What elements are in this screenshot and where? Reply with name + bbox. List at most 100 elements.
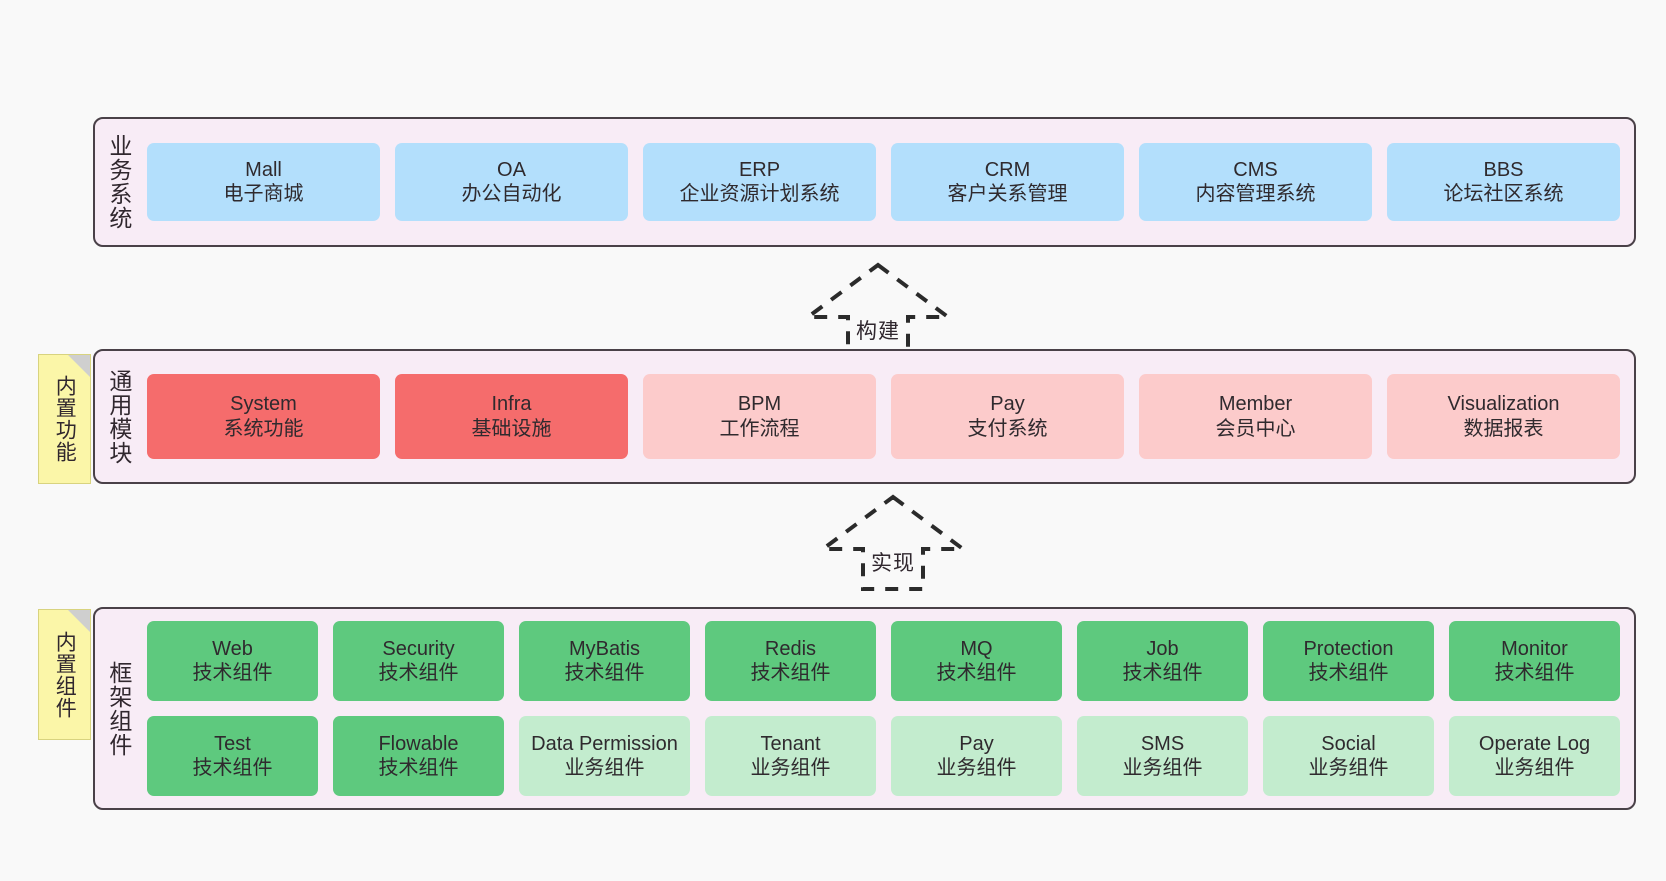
node-subtitle: 支付系统 [967,417,1048,440]
node-title: CMS [1233,158,1278,181]
node-subtitle: 技术组件 [936,662,1017,684]
node-title: MQ [960,637,993,660]
node-subtitle: 业务组件 [1122,757,1203,779]
node-sms[interactable]: SMS 业务组件 [1077,716,1248,796]
node-bpm[interactable]: BPM 工作流程 [643,374,876,459]
node-erp[interactable]: ERP 企业资源计划系统 [643,143,876,221]
node-title: Flowable [378,732,459,755]
layer-body-frame: Web 技术组件 Security 技术组件 MyBatis 技术组件 Redi… [141,609,1634,808]
node-title: SMS [1140,732,1185,755]
node-title: Redis [764,637,817,660]
node-redis[interactable]: Redis 技术组件 [705,621,876,701]
node-title: Social [1321,732,1376,755]
node-pay-component[interactable]: Pay 业务组件 [891,716,1062,796]
node-title: Member [1218,393,1293,416]
node-subtitle: 技术组件 [1308,662,1389,684]
node-job[interactable]: Job 技术组件 [1077,621,1248,701]
layer-body-business: Mall 电子商城 OA 办公自动化 ERP 企业资源计划系统 CRM 客户关系… [141,119,1634,245]
node-mq[interactable]: MQ 技术组件 [891,621,1062,701]
note-fold-icon [68,355,90,377]
node-subtitle: 基础设施 [471,417,552,440]
node-data-permission[interactable]: Data Permission 业务组件 [519,716,690,796]
node-row-common: System 系统功能 Infra 基础设施 BPM 工作流程 Pay 支付系统… [147,374,1620,459]
node-subtitle: 技术组件 [192,662,273,684]
node-title: Infra [491,393,532,416]
node-subtitle: 技术组件 [1122,662,1203,684]
connector-implement-label: 实现 [871,552,915,575]
layer-common-module: 通用模块 System 系统功能 Infra 基础设施 BPM 工作流程 Pay… [93,349,1636,484]
node-subtitle: 会员中心 [1215,417,1296,440]
node-title: CRM [984,158,1031,181]
node-mall[interactable]: Mall 电子商城 [147,143,380,221]
sticky-note-builtin-component: 内置组件 [38,609,91,740]
layer-business-system: 业务系统 Mall 电子商城 OA 办公自动化 ERP 企业资源计划系统 CRM… [93,117,1636,247]
node-member[interactable]: Member 会员中心 [1139,374,1372,459]
node-monitor[interactable]: Monitor 技术组件 [1449,621,1620,701]
node-title: Job [1146,637,1179,660]
node-pay[interactable]: Pay 支付系统 [891,374,1124,459]
node-protection[interactable]: Protection 技术组件 [1263,621,1434,701]
node-subtitle: 客户关系管理 [947,183,1068,205]
node-infra[interactable]: Infra 基础设施 [395,374,628,459]
sticky-note-label: 内置组件 [53,630,77,719]
node-title: OA [497,158,526,181]
node-subtitle: 办公自动化 [461,183,562,205]
node-test[interactable]: Test 技术组件 [147,716,318,796]
layer-title-frame: 框架组件 [105,660,132,757]
node-subtitle: 技术组件 [750,662,831,684]
node-bbs[interactable]: BBS 论坛社区系统 [1387,143,1620,221]
node-subtitle: 技术组件 [1494,662,1575,684]
node-title: BBS [1483,158,1524,181]
node-title: BPM [737,393,782,416]
node-title: ERP [738,158,781,181]
node-title: Protection [1303,637,1394,660]
node-security[interactable]: Security 技术组件 [333,621,504,701]
node-subtitle: 业务组件 [564,757,645,779]
node-mybatis[interactable]: MyBatis 技术组件 [519,621,690,701]
node-system[interactable]: System 系统功能 [147,374,380,459]
node-subtitle: 业务组件 [750,757,831,779]
sticky-note-builtin-feature: 内置功能 [38,354,91,484]
layer-title-business: 业务系统 [105,134,132,230]
node-title: Monitor [1501,637,1568,660]
node-subtitle: 系统功能 [223,417,304,440]
node-subtitle: 业务组件 [1494,757,1575,779]
node-crm[interactable]: CRM 客户关系管理 [891,143,1124,221]
layer-body-common: System 系统功能 Infra 基础设施 BPM 工作流程 Pay 支付系统… [141,351,1634,482]
node-title: System [230,393,297,416]
node-title: Data Permission [531,732,678,755]
connector-build-label: 构建 [856,320,900,343]
node-title: Test [214,732,251,755]
node-title: Mall [245,158,282,181]
node-subtitle: 企业资源计划系统 [679,183,840,205]
node-title: Security [382,637,455,660]
node-subtitle: 业务组件 [1308,757,1389,779]
node-operate-log[interactable]: Operate Log 业务组件 [1449,716,1620,796]
node-row-business: Mall 电子商城 OA 办公自动化 ERP 企业资源计划系统 CRM 客户关系… [147,143,1620,221]
node-subtitle: 电子商城 [223,183,304,205]
node-cms[interactable]: CMS 内容管理系统 [1139,143,1372,221]
node-subtitle: 数据报表 [1463,417,1544,440]
node-web[interactable]: Web 技术组件 [147,621,318,701]
layer-title-common: 通用模块 [105,368,132,465]
node-oa[interactable]: OA 办公自动化 [395,143,628,221]
sticky-note-label: 内置功能 [53,375,77,463]
layer-framework-component: 框架组件 Web 技术组件 Security 技术组件 MyBatis 技术组件… [93,607,1636,810]
connector-implement-arrow: 实现 [816,494,970,591]
node-subtitle: 工作流程 [719,417,800,440]
node-visualization[interactable]: Visualization 数据报表 [1387,374,1620,459]
node-social[interactable]: Social 业务组件 [1263,716,1434,796]
node-title: MyBatis [568,637,641,660]
node-title: Operate Log [1478,732,1591,755]
node-subtitle: 技术组件 [564,662,645,684]
node-title: Pay [959,732,994,755]
node-row-frame-business: Test 技术组件 Flowable 技术组件 Data Permission … [147,716,1620,796]
node-tenant[interactable]: Tenant 业务组件 [705,716,876,796]
node-title: Web [212,637,253,660]
node-subtitle: 技术组件 [192,757,273,779]
node-title: Tenant [760,732,821,755]
node-subtitle: 内容管理系统 [1195,183,1316,205]
node-subtitle: 技术组件 [378,662,459,684]
node-flowable[interactable]: Flowable 技术组件 [333,716,504,796]
